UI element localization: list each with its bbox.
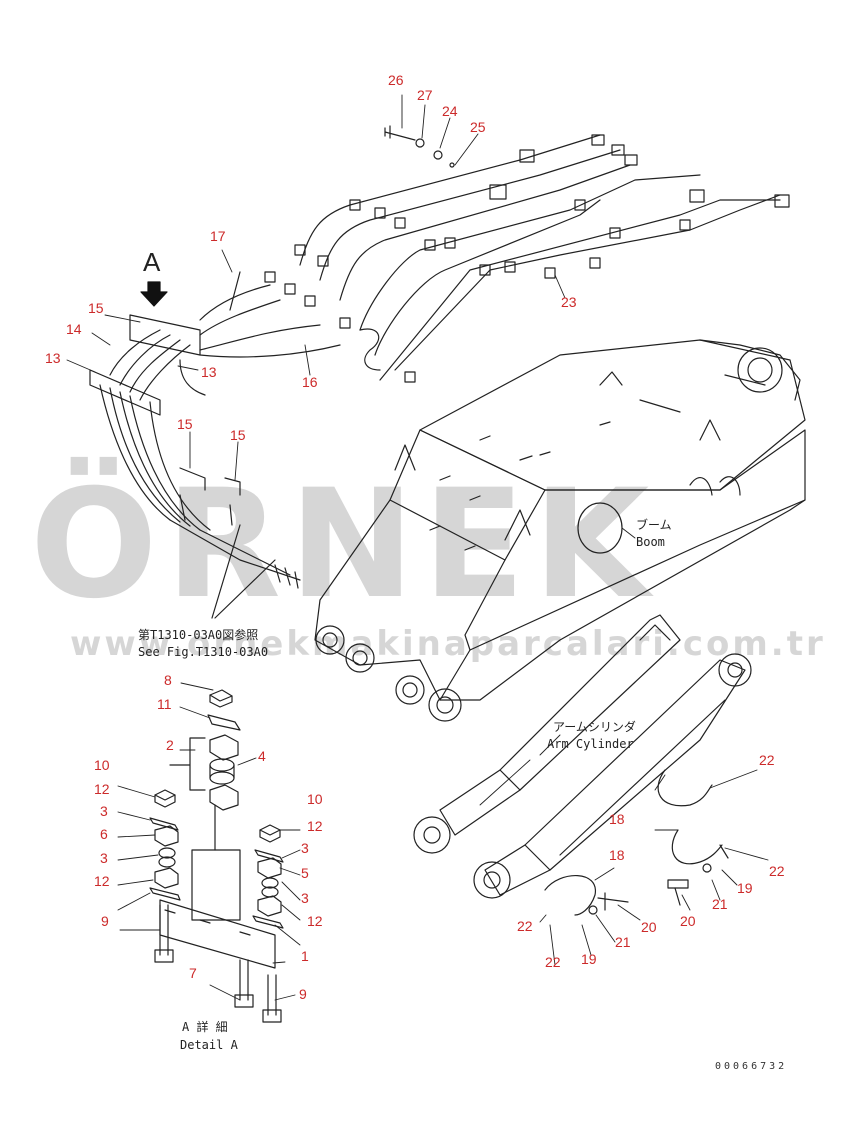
callout-3-a: 3 xyxy=(100,803,108,819)
callout-1: 1 xyxy=(301,948,309,964)
watermark-url: www.ornekmakinaparcalari.com.tr xyxy=(70,624,826,664)
callout-24: 24 xyxy=(442,103,458,119)
callout-2: 2 xyxy=(166,737,174,753)
arm-cylinder-label-jp: アームシリンダ xyxy=(553,720,636,734)
callout-18-b: 18 xyxy=(609,847,625,863)
callout-15-b: 15 xyxy=(177,416,193,432)
callout-3-d: 3 xyxy=(301,890,309,906)
view-marker-a: A xyxy=(143,247,161,277)
detail-label-jp: A 詳 細 xyxy=(182,1020,228,1034)
drawing-number: 00066732 xyxy=(715,1061,788,1072)
detail-label-en: Detail A xyxy=(180,1038,238,1052)
callout-6: 6 xyxy=(100,826,108,842)
arm-cylinder-label-en: Arm Cylinder xyxy=(547,737,634,751)
arm-cylinder-left xyxy=(413,614,681,854)
callout-12-a: 12 xyxy=(94,781,110,797)
callout-22-d: 22 xyxy=(545,954,561,970)
callout-12-c: 12 xyxy=(307,818,323,834)
detail-a-assembly xyxy=(149,689,284,1023)
callout-22-a: 22 xyxy=(759,752,775,768)
callout-11: 11 xyxy=(157,696,172,712)
callout-27: 27 xyxy=(417,87,433,103)
arm-cylinder-right xyxy=(473,653,752,899)
callout-16: 16 xyxy=(302,374,318,390)
see-fig-label-jp: 第T1310-03A0図参照 xyxy=(138,628,259,642)
callout-26: 26 xyxy=(388,72,404,88)
callout-23: 23 xyxy=(561,294,577,310)
callout-13-a: 13 xyxy=(45,350,61,366)
hose-bundle-left xyxy=(89,314,301,589)
callout-22-b: 22 xyxy=(769,863,785,879)
callout-8: 8 xyxy=(164,672,172,688)
callout-19-b: 19 xyxy=(581,951,597,967)
see-fig-label-en: See Fig.T1310-03A0 xyxy=(138,645,269,659)
pipes-upper xyxy=(199,125,790,383)
callout-21-a: 21 xyxy=(712,896,728,912)
callout-3-b: 3 xyxy=(100,850,108,866)
callout-10-a: 10 xyxy=(94,757,110,773)
callout-7: 7 xyxy=(189,965,197,981)
callout-3-c: 3 xyxy=(301,840,309,856)
callout-leaders xyxy=(66,94,769,1001)
callout-19-a: 19 xyxy=(737,880,753,896)
callout-13-b: 13 xyxy=(201,364,217,380)
callout-12-b: 12 xyxy=(94,873,110,889)
callout-22-c: 22 xyxy=(517,918,533,934)
callout-17: 17 xyxy=(210,228,226,244)
see-fig-leader xyxy=(211,524,276,619)
boom-label-jp: ブーム xyxy=(636,518,672,532)
callout-4: 4 xyxy=(258,748,266,764)
callout-18-a: 18 xyxy=(609,811,625,827)
boom-label-en: Boom xyxy=(636,535,665,549)
callout-20-b: 20 xyxy=(641,919,657,935)
grease-hoses xyxy=(544,769,729,916)
callout-21-b: 21 xyxy=(615,934,631,950)
callout-15-a: 15 xyxy=(88,300,104,316)
callout-25: 25 xyxy=(470,119,486,135)
callout-15-c: 15 xyxy=(230,427,246,443)
callout-20-a: 20 xyxy=(680,913,696,929)
callout-12-d: 12 xyxy=(307,913,323,929)
callout-14: 14 xyxy=(66,321,82,337)
callout-9-b: 9 xyxy=(299,986,307,1002)
callout-5: 5 xyxy=(301,865,309,881)
view-arrow-a xyxy=(140,281,168,307)
watermark-brand: ÖRNEK xyxy=(30,458,658,632)
callout-10-b: 10 xyxy=(307,791,323,807)
callout-9-a: 9 xyxy=(101,913,109,929)
